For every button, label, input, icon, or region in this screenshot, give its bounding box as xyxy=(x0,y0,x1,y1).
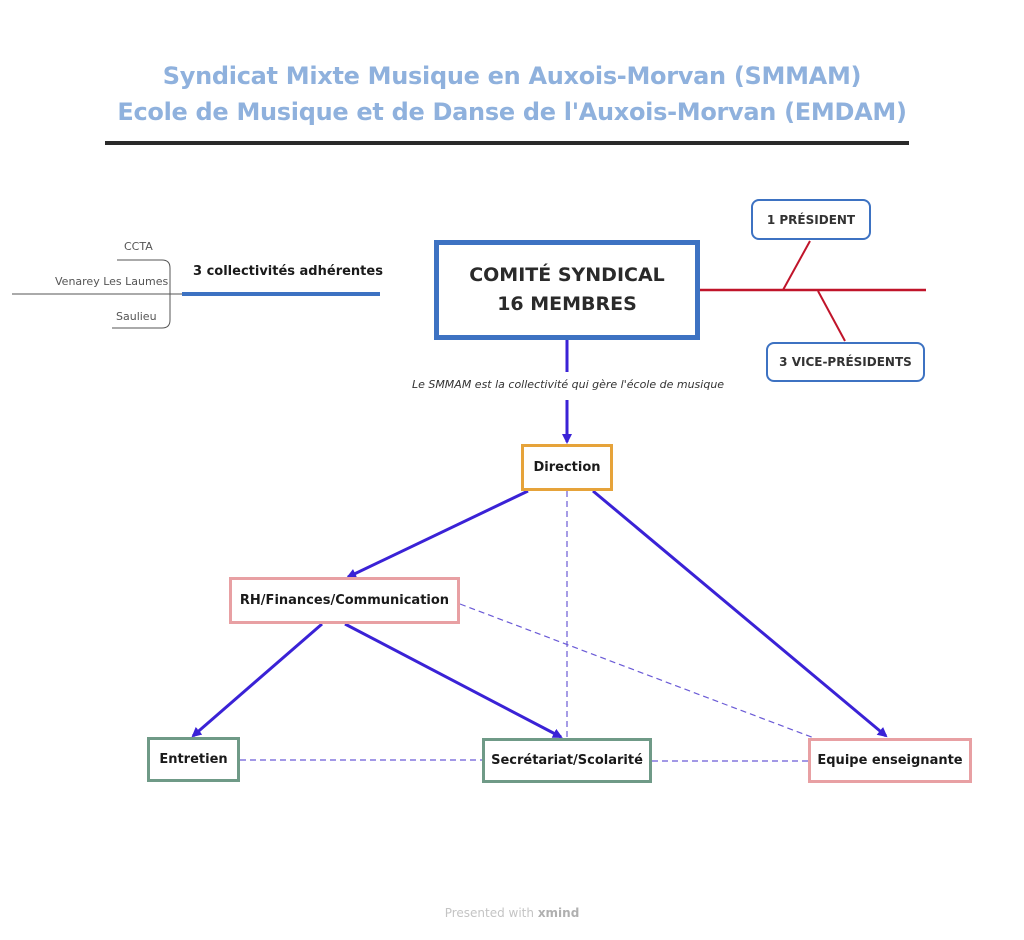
collectivites-topic[interactable]: 3 collectivités adhérentes xyxy=(193,264,383,279)
comite-line-1: COMITÉ SYNDICAL xyxy=(469,264,665,286)
footer-credit: Presented with xmind xyxy=(0,906,1024,920)
comite-syndical-node[interactable]: COMITÉ SYNDICAL 16 MEMBRES xyxy=(434,240,700,340)
direction-node[interactable]: Direction xyxy=(521,444,613,491)
title-line-1: Syndicat Mixte Musique en Auxois-Morvan … xyxy=(162,62,862,90)
equipe-enseignante-node[interactable]: Equipe enseignante xyxy=(808,738,972,783)
arrow-rh-entretien xyxy=(191,622,323,738)
comite-line-2: 16 MEMBRES xyxy=(497,293,637,315)
dashed-rh-equipe xyxy=(459,603,815,739)
vice-presidents-node[interactable]: 3 VICE-PRÉSIDENTS xyxy=(766,342,925,382)
arrow-direction-equipe xyxy=(592,489,888,738)
entretien-node[interactable]: Entretien xyxy=(147,737,240,782)
title-line-2: Ecole de Musique et de Danse de l'Auxois… xyxy=(117,98,907,126)
president-node[interactable]: 1 PRÉSIDENT xyxy=(751,199,871,240)
member-saulieu[interactable]: Saulieu xyxy=(116,310,157,323)
fishbone-branch-president xyxy=(782,240,811,291)
footer-prefix: Presented with xyxy=(444,906,534,920)
footer-brand: xmind xyxy=(537,906,580,920)
secretariat-node[interactable]: Secrétariat/Scolarité xyxy=(482,738,652,783)
title-divider xyxy=(105,141,909,145)
arrow-rh-secretariat xyxy=(344,622,563,739)
member-ccta[interactable]: CCTA xyxy=(124,240,153,253)
member-venarey[interactable]: Venarey Les Laumes xyxy=(55,275,169,288)
fishbone-branch-vice xyxy=(817,290,846,342)
rh-finances-node[interactable]: RH/Finances/Communication xyxy=(229,577,460,624)
relationship-note: Le SMMAM est la collectivité qui gère l'… xyxy=(411,378,725,391)
arrow-direction-rh xyxy=(346,489,529,579)
